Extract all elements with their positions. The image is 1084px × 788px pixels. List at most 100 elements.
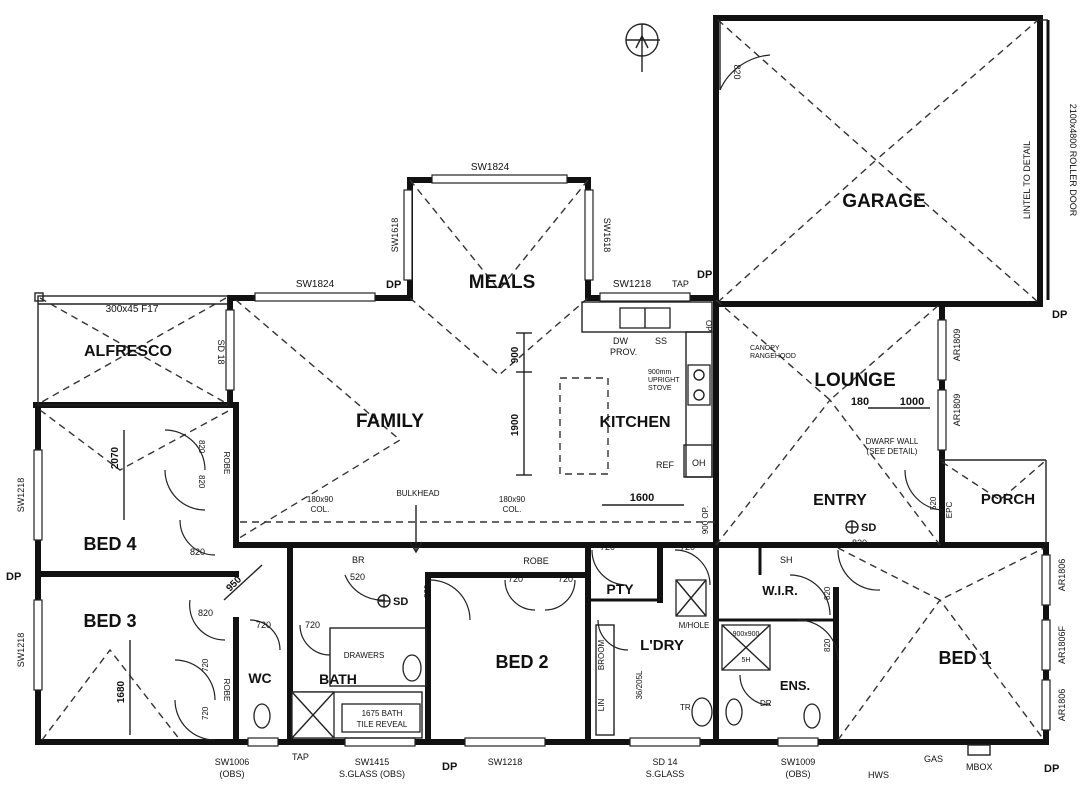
window-sw1218-kitchen xyxy=(599,292,691,302)
room-garage: GARAGE xyxy=(842,191,925,212)
label-dp-kitchen: DP xyxy=(697,269,712,281)
label-gas: GAS xyxy=(924,754,943,764)
window-sw1009 xyxy=(777,737,819,747)
room-alfresco: ALFRESCO xyxy=(84,343,172,360)
mbox-icon xyxy=(967,744,991,756)
label-ldry-dim: 36/205L xyxy=(635,670,644,699)
label-roller-door: 2100x4800 ROLLER DOOR xyxy=(1068,104,1078,217)
label-ar1809-a: AR1809 xyxy=(952,329,962,362)
smoke-detector-icon xyxy=(377,520,859,608)
bathroom-fixtures xyxy=(253,579,821,739)
label-dr: DR xyxy=(760,699,772,708)
label-oh: OH xyxy=(692,458,706,468)
dim-1900: 1900 xyxy=(510,413,521,436)
label-bulkhead: BULKHEAD xyxy=(396,489,439,498)
label-dp-garage: DP xyxy=(1052,309,1067,321)
label-ref: REF xyxy=(656,460,675,470)
label-sw1218-bottom: SW1218 xyxy=(488,757,523,767)
door-720-d: 720 xyxy=(558,574,573,584)
room-bed4: BED 4 xyxy=(83,534,136,554)
room-entry: ENTRY xyxy=(813,492,867,509)
ceiling-lines xyxy=(39,179,1045,741)
stove-icon xyxy=(687,364,711,406)
dim-1000: 1000 xyxy=(900,396,924,408)
room-ens: ENS. xyxy=(780,678,810,693)
dim-1600: 1600 xyxy=(630,492,654,504)
door-720-h: 720 xyxy=(201,706,210,720)
door-820-h: 820 xyxy=(823,638,832,652)
room-bed1: BED 1 xyxy=(938,648,991,668)
label-drawers: DRAWERS xyxy=(344,651,385,660)
wc-toilet-icon xyxy=(253,703,271,729)
label-lin: LIN xyxy=(597,699,606,712)
label-op-kitchen: OP xyxy=(704,320,713,332)
door-820-f: 820 xyxy=(852,538,867,548)
label-stove-1: 900mm xyxy=(648,369,672,376)
label-col2-b: COL. xyxy=(503,505,522,514)
dim-1680: 1680 xyxy=(116,680,127,703)
door-820-b: 820 xyxy=(197,475,206,489)
label-mbox: MBOX xyxy=(966,762,993,772)
kitchen-island xyxy=(559,377,609,475)
label-lintel: LINTEL TO DETAIL xyxy=(1022,141,1032,219)
window-sd14 xyxy=(629,737,701,747)
room-pty: PTY xyxy=(606,581,634,597)
label-tr: TR xyxy=(680,703,691,712)
room-bed2: BED 2 xyxy=(495,652,548,672)
dim-900: 900 xyxy=(510,346,521,363)
door-720-b: 720 xyxy=(305,620,320,630)
label-shower-note: 900x900 xyxy=(733,631,760,638)
door-820-c: 820 xyxy=(190,547,205,557)
window-sw1618-left xyxy=(403,189,413,281)
label-dwarf-2: (SEE DETAIL) xyxy=(867,447,918,456)
label-sd18: SD 18 xyxy=(216,339,226,364)
label-br: BR xyxy=(352,555,365,565)
bath-tub-icon xyxy=(341,703,421,733)
room-lounge: LOUNGE xyxy=(814,370,895,391)
label-ar1806-b: AR1806 xyxy=(1057,689,1067,722)
window-sw1824-family xyxy=(254,292,376,302)
room-kitchen: KITCHEN xyxy=(599,414,670,431)
garage-area xyxy=(713,15,1050,307)
label-beam: 300x45 F17 xyxy=(106,304,159,315)
label-sd14: SD 14 xyxy=(652,757,677,767)
door-820-porch: 520 xyxy=(929,496,938,510)
ensuite-toilet-icon xyxy=(803,703,821,729)
room-ldry: L'DRY xyxy=(640,637,684,654)
label-sw1824-meals: SW1824 xyxy=(471,162,510,173)
room-wc: WC xyxy=(248,670,271,686)
label-shower-note-2: 5H xyxy=(742,657,751,664)
door-720-e: 720 xyxy=(600,542,615,552)
label-dp-bottom: DP xyxy=(442,761,457,773)
label-sw1415-glass: S.GLASS (OBS) xyxy=(339,769,405,779)
door-820-a: 820 xyxy=(197,440,206,454)
label-sw1218-kitchen: SW1218 xyxy=(613,279,652,290)
laundry-tub-icon xyxy=(691,697,713,727)
window-sw1006 xyxy=(247,737,279,747)
kitchen-fixtures xyxy=(559,301,713,478)
north-arrow-icon xyxy=(625,23,660,72)
room-family: FAMILY xyxy=(356,411,424,432)
door-720-g: 720 xyxy=(201,658,210,672)
doors xyxy=(164,429,943,741)
label-tap-bottom: TAP xyxy=(292,752,309,762)
window-sw1618-right xyxy=(584,189,594,281)
basin-icon xyxy=(402,654,422,682)
label-broom: BROOM xyxy=(597,640,606,671)
window-sw1218-bottom xyxy=(464,737,546,747)
label-prov: PROV. xyxy=(610,347,637,357)
window-sw1218-bed4 xyxy=(33,449,43,541)
label-br-dim: 520 xyxy=(350,572,365,582)
label-robe-bed2: ROBE xyxy=(523,556,549,566)
ensuite-basin-icon xyxy=(725,698,743,726)
dim-900op: 900 OP. xyxy=(701,506,710,534)
label-sw1415: SW1415 xyxy=(355,757,390,767)
label-col1-a: 180x90 xyxy=(307,495,334,504)
label-sw1006-obs: (OBS) xyxy=(219,769,244,779)
label-sd-hall: SD xyxy=(393,596,408,608)
label-epc: EPC xyxy=(945,502,954,519)
room-meals: MEALS xyxy=(469,272,536,293)
label-robe-bed4: ROBE xyxy=(222,452,231,475)
label-ar1809-b: AR1809 xyxy=(952,394,962,427)
